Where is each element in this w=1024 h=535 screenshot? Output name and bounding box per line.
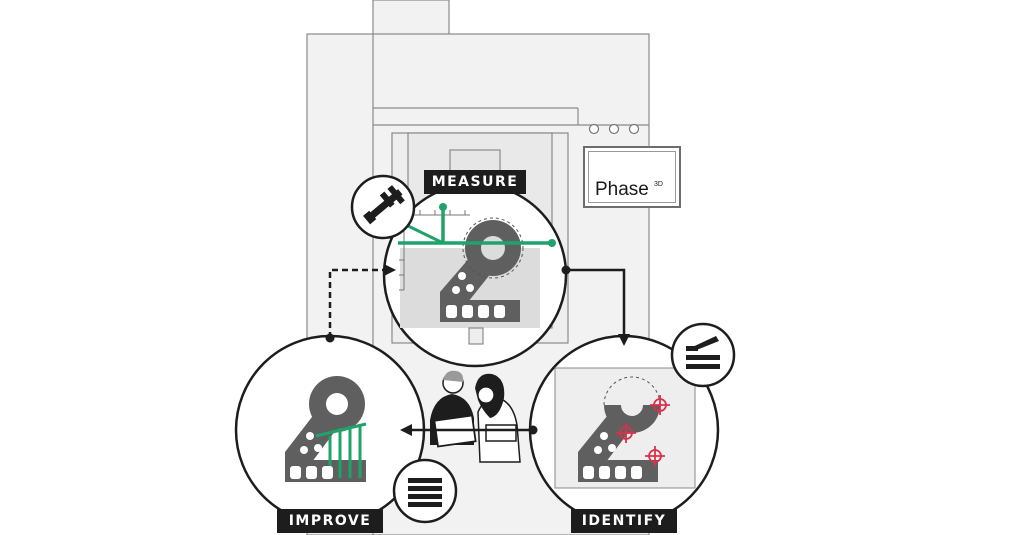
identify-stage [528,334,720,526]
machine-buttons [588,123,640,135]
stacked-lines-icon [392,458,458,524]
measure-label: MEASURE [424,170,526,194]
flow-arrowheads [325,264,630,436]
engineers-illustration [430,370,521,463]
measure-stage [382,182,568,368]
identify-label: IDENTIFY [571,509,677,533]
brand-name: Phase [595,179,649,200]
layer-slice-icon [670,322,736,388]
brand-badge: Phase 3D [583,146,681,208]
brand-badge-frame [588,151,676,203]
flow-connectors [328,268,626,432]
brand-superscript: 3D [654,181,663,188]
improve-label: IMPROVE [277,509,383,533]
caliper-icon [350,174,416,240]
defect-markers [616,395,670,466]
